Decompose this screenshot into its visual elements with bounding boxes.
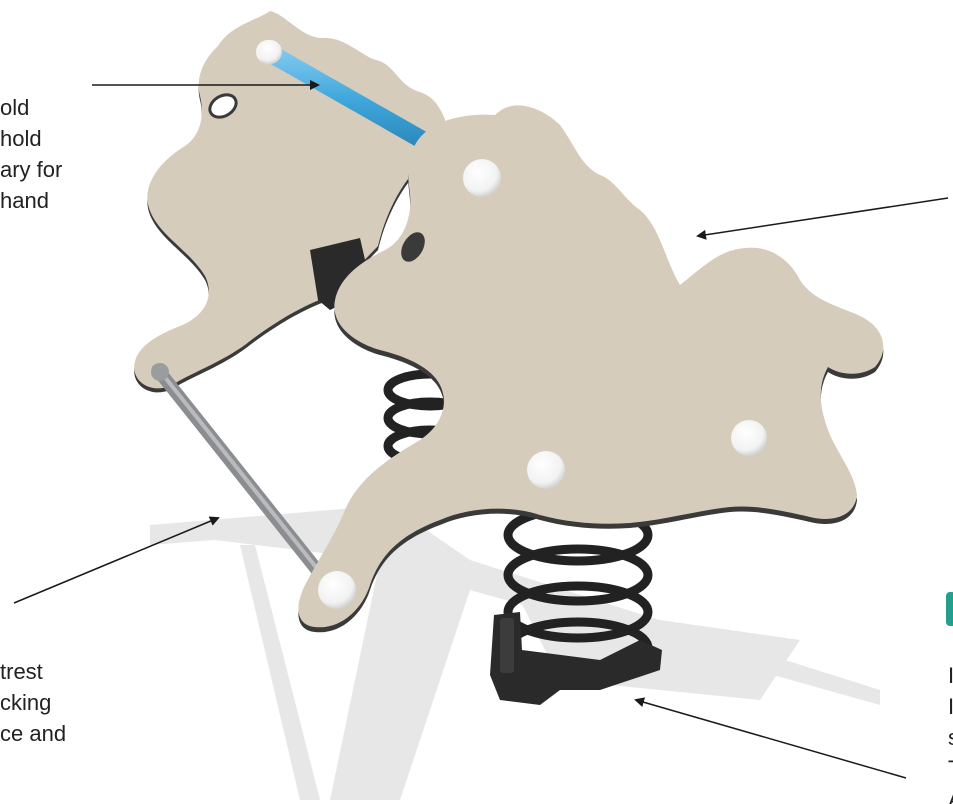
annotation-line: A xyxy=(948,784,953,804)
annotation-line: s xyxy=(948,722,953,753)
annotation-footrest: trest cking ce and xyxy=(0,656,66,749)
arrow-spring-base xyxy=(636,700,906,778)
annotation-line: hand xyxy=(0,185,62,216)
foot-bar xyxy=(156,366,325,580)
bolt-back-foot xyxy=(151,363,169,381)
annotation-right-cut: I I s T A xyxy=(948,660,953,804)
annotation-handhold: old hold ary for hand xyxy=(0,92,62,216)
bolt-head xyxy=(463,159,501,197)
bolt-belly xyxy=(527,451,565,489)
annotation-line: cking xyxy=(0,687,66,718)
accent-marker xyxy=(946,592,953,626)
annotation-line: I xyxy=(948,660,953,691)
bolt-foot xyxy=(318,571,356,609)
annotation-line: ce and xyxy=(0,718,66,749)
bolt-ear xyxy=(258,40,282,64)
annotation-line: old xyxy=(0,92,62,123)
annotation-line: I xyxy=(948,691,953,722)
arrow-panel xyxy=(698,198,948,236)
arrow-foot-bar xyxy=(14,518,218,603)
annotation-line: trest xyxy=(0,656,66,687)
bolt-rear xyxy=(731,420,767,456)
annotation-line: ary for xyxy=(0,154,62,185)
annotation-line: hold xyxy=(0,123,62,154)
annotation-line: T xyxy=(948,753,953,784)
